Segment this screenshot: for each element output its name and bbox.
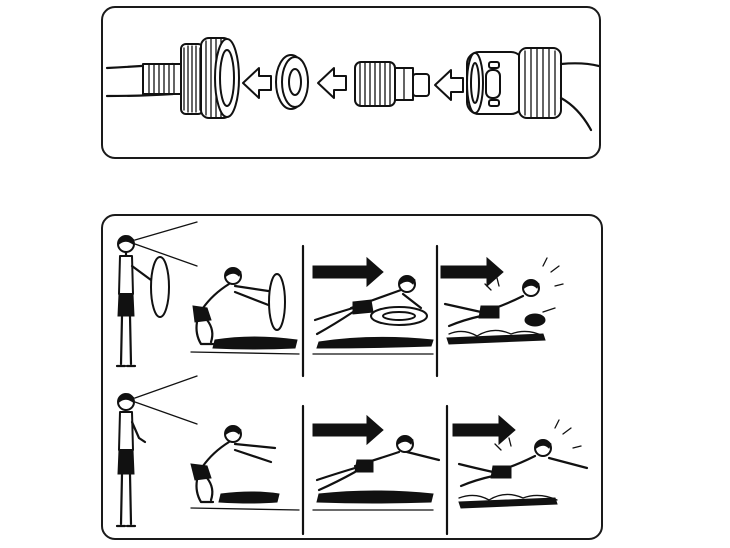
crouching-child-arms-forward bbox=[190, 425, 300, 511]
rubber-washer-icon bbox=[275, 54, 309, 110]
right-arrow-icon bbox=[440, 256, 504, 288]
child-diving-belly-first bbox=[312, 435, 441, 511]
crouching-child-with-board bbox=[190, 267, 300, 355]
right-arrow-icon bbox=[452, 414, 516, 446]
hose-right bbox=[559, 62, 599, 132]
threaded-connector-icon bbox=[354, 61, 430, 107]
left-arrow-icon bbox=[434, 69, 464, 101]
quick-connect-coupler-icon bbox=[466, 47, 562, 119]
usage-steps-panel bbox=[101, 214, 603, 540]
left-arrow-icon bbox=[242, 67, 272, 99]
hose-fitting-icon bbox=[180, 37, 240, 119]
right-arrow-icon bbox=[312, 256, 384, 288]
left-arrow-icon bbox=[317, 67, 347, 99]
hose-left bbox=[105, 62, 182, 98]
standing-child bbox=[115, 375, 198, 528]
child-sliding-on-board bbox=[312, 275, 434, 355]
hose-assembly-panel bbox=[101, 6, 601, 159]
frame-dividers bbox=[301, 244, 449, 536]
right-arrow-icon bbox=[312, 414, 384, 446]
hose-assembly-diagram bbox=[105, 37, 599, 132]
standing-child-with-board bbox=[115, 221, 198, 368]
usage-steps-diagram bbox=[115, 221, 589, 536]
child-splashing-on-board bbox=[443, 257, 564, 345]
child-belly-splash bbox=[457, 419, 589, 509]
